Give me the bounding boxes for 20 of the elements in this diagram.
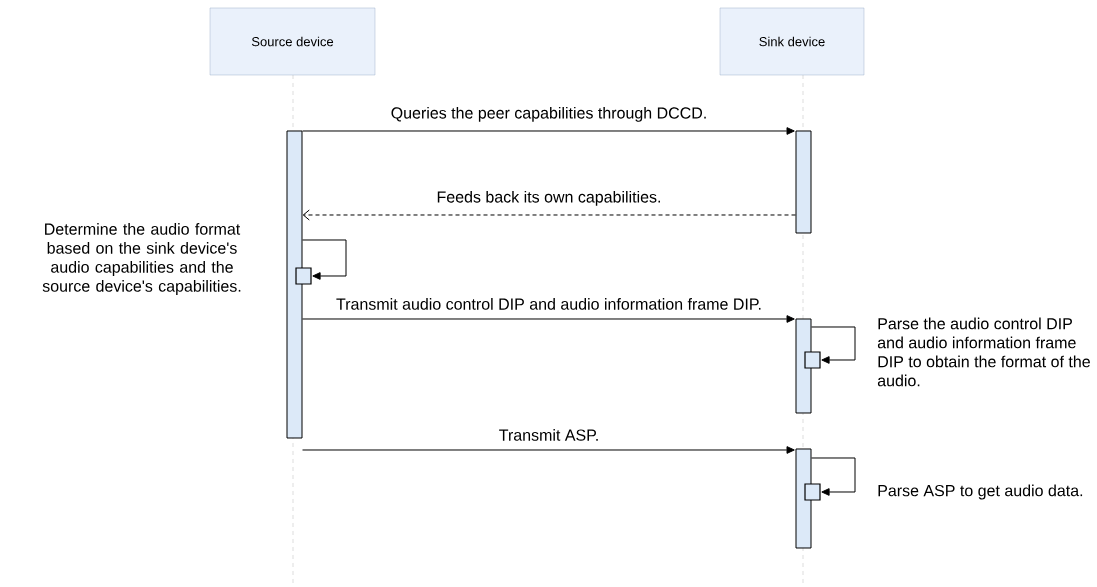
message-arrow bbox=[302, 315, 795, 323]
lifeline-header: Sink device bbox=[719, 7, 865, 76]
message-arrow bbox=[302, 209, 796, 221]
note-text: Parse the audio control DIP and audio information frame DIP to obtain the format of the audio. bbox=[877, 317, 1090, 387]
lifeline-header: Source device bbox=[209, 7, 376, 76]
note-text: Parse ASP to get audio data. bbox=[878, 484, 1083, 500]
self-call-arrow bbox=[302, 239, 347, 280]
self-call-arrow bbox=[811, 326, 856, 364]
note-text: Determine the audio format based on the sink device's audio capabilities and the source device's capabilities. bbox=[42, 223, 241, 295]
activation-bar bbox=[795, 130, 812, 234]
activation-box bbox=[295, 267, 312, 285]
edge-label: Transmit ASP. bbox=[499, 429, 598, 441]
edge-label: Queries the peer capabilities through DCCD. bbox=[391, 106, 706, 122]
message-arrow bbox=[302, 127, 795, 135]
edge-label: Transmit audio control DIP and audio information frame DIP. bbox=[336, 298, 761, 310]
message-arrow bbox=[302, 446, 795, 454]
activation-box bbox=[804, 351, 821, 369]
activation-box bbox=[804, 483, 821, 501]
edge-label: Feeds back its own capabilities. bbox=[437, 190, 660, 206]
self-call-arrow bbox=[811, 457, 856, 496]
